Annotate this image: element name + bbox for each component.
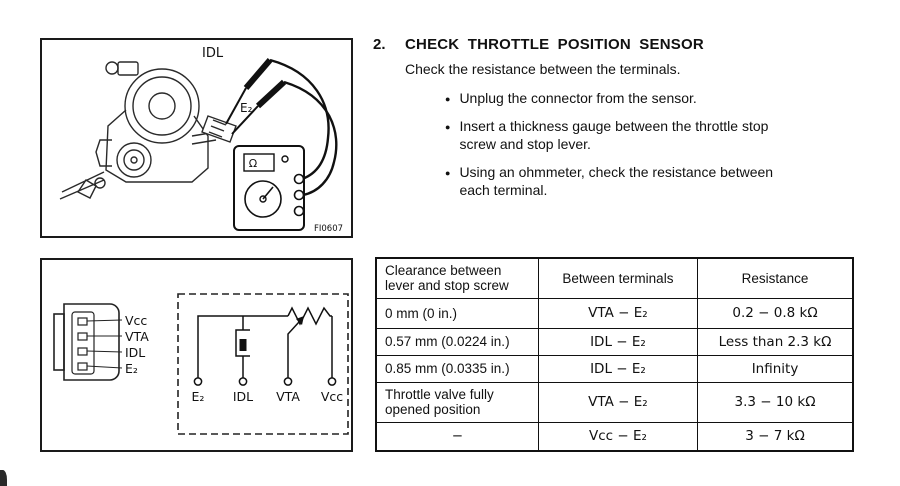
resistance-cell: 0.2 − 0.8 kΩ [697,297,854,329]
clearance-cell: 0.57 mm (0.0224 in.) [375,327,539,356]
ohmmeter [233,145,305,231]
connector-outline [53,303,120,381]
terminal-pins [193,377,337,386]
clearance-cell: 0 mm (0 in.) [375,297,539,329]
resistance-cell: 3 − 7 kΩ [697,421,854,452]
table-header-row: Clearance between lever and stop screw B… [375,257,854,299]
pin-label-vta: VTA [125,329,149,344]
table-row: 0.57 mm (0.0224 in.) IDL − E₂ Less than … [375,327,854,356]
pin-label-idl: IDL [125,345,145,360]
table-row: − Vcc − E₂ 3 − 7 kΩ [375,421,854,452]
pin-label-e2: E₂ [125,361,138,376]
header-clearance: Clearance between lever and stop screw [375,257,539,299]
bullet-icon: ● [445,167,451,178]
terminals-cell: VTA − E₂ [537,381,699,423]
terminal-label-idl: IDL [233,389,253,404]
bullet-icon: ● [445,122,451,132]
table-row: 0 mm (0 in.) VTA − E₂ 0.2 − 0.8 kΩ [375,297,854,329]
throttle-body-illustration: Ω IDL E₂ FI0607 [59,46,343,234]
sensor-connector [201,115,237,143]
clearance-cell: Throttle valve fully opened position [375,381,539,423]
instructions-section: 2. CHECK THROTTLE POSITION SENSOR Check … [373,36,865,210]
resistance-table: Clearance between lever and stop screw B… [375,257,854,452]
terminals-cell: IDL − E₂ [537,327,699,356]
bullet-text: Insert a thickness gauge between the thr… [459,118,769,152]
throttle-body-outline [59,61,217,200]
figure-code: FI0607 [314,224,343,234]
resistance-cell: Infinity [697,354,854,383]
bullet-icon: ● [445,94,451,104]
terminal-label-e2: E₂ [192,389,205,404]
clearance-cell: − [375,421,539,452]
list-item: ● Insert a thickness gauge between the t… [445,118,865,154]
terminals-cell: VTA − E₂ [537,297,699,329]
idl-probe-label: IDL [202,46,224,61]
sensor-boundary-dashed-box [177,293,349,435]
ohmmeter-display-symbol: Ω [249,157,257,170]
e2-probe-label: E₂ [240,101,253,115]
probe-wires [269,58,338,197]
bullet-text: Using an ohmmeter, check the resistance … [459,163,774,198]
list-item: ● Using an ohmmeter, check the resistanc… [445,164,865,200]
throttle-body-figure: Ω IDL E₂ FI0607 [40,38,353,238]
ohmmeter-probes [225,58,287,135]
resistance-cell: Less than 2.3 kΩ [697,327,854,356]
scan-artifact [0,470,7,486]
pin-leader-lines [86,319,123,369]
intro-text: Check the resistance between the termina… [405,61,681,77]
list-item: ● Unplug the connector from the sensor. [445,90,865,108]
terminal-label-vta: VTA [276,389,300,404]
resistance-cell: 3.3 − 10 kΩ [697,381,854,423]
header-terminals: Between terminals [537,257,699,299]
table-row: Throttle valve fully opened position VTA… [375,381,854,423]
sensor-circuit [197,306,333,378]
header-resistance: Resistance [697,257,854,299]
clearance-cell: 0.85 mm (0.0335 in.) [375,354,539,383]
step-number: 2. [373,36,386,53]
pin-label-vcc: Vcc [125,313,147,328]
terminal-label-vcc: Vcc [321,389,343,404]
bullet-text: Unplug the connector from the sensor. [459,90,697,106]
terminals-cell: IDL − E₂ [537,354,699,383]
section-title: CHECK THROTTLE POSITION SENSOR [405,36,704,53]
terminals-cell: Vcc − E₂ [537,421,699,452]
table-row: 0.85 mm (0.0335 in.) IDL − E₂ Infinity [375,354,854,383]
connector-schematic-figure: Vcc VTA IDL E₂ [40,258,353,452]
instruction-list: ● Unplug the connector from the sensor. … [445,90,865,200]
section-heading: 2. CHECK THROTTLE POSITION SENSOR [373,36,865,53]
connector-schematic-illustration: Vcc VTA IDL E₂ [53,293,349,435]
